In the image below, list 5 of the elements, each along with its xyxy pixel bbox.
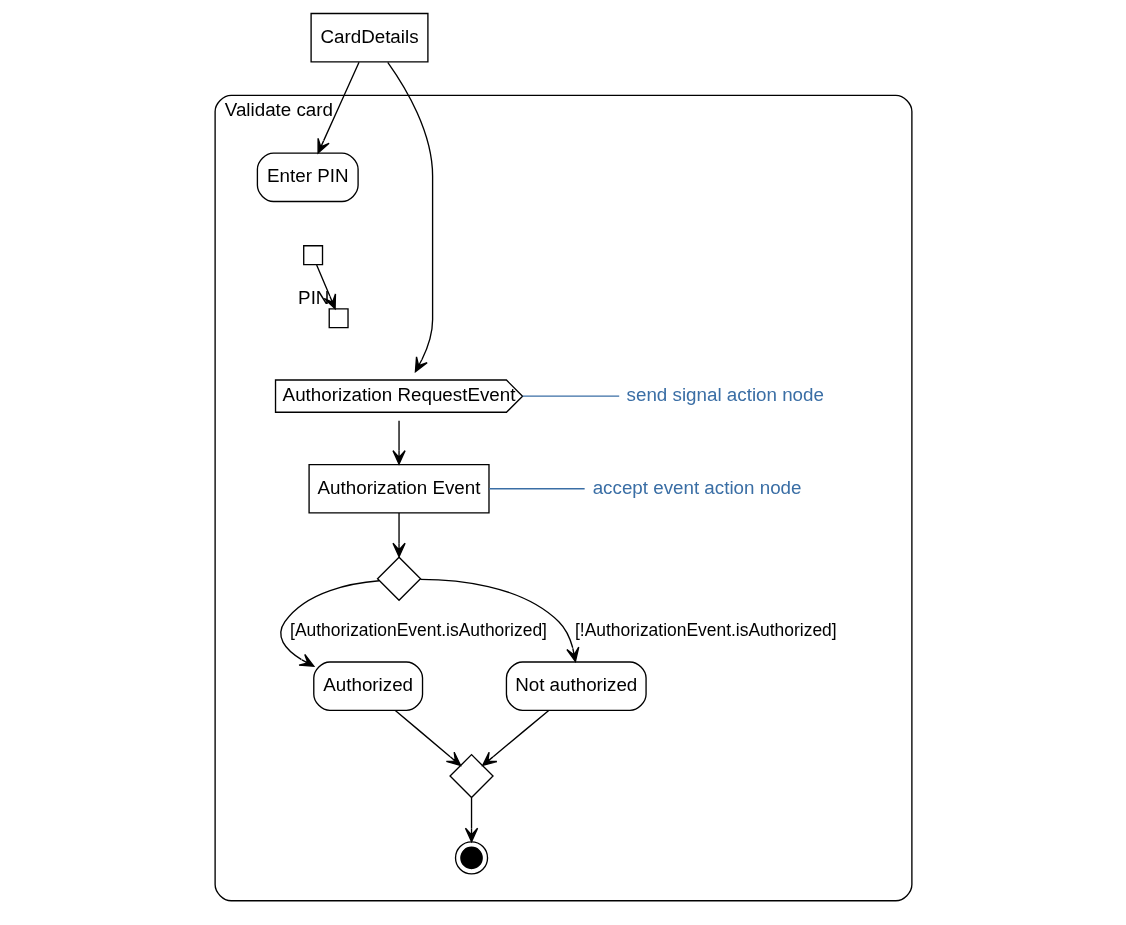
node-label: PIN [297,286,329,308]
edge-label: [!AuthorizationEvent.isAuthorized] [574,619,837,640]
node-text: send signal action node [626,384,824,406]
node-text: accept event action node [592,476,801,498]
edge-label: [AuthorizationEvent.isAuthorized] [289,619,547,640]
